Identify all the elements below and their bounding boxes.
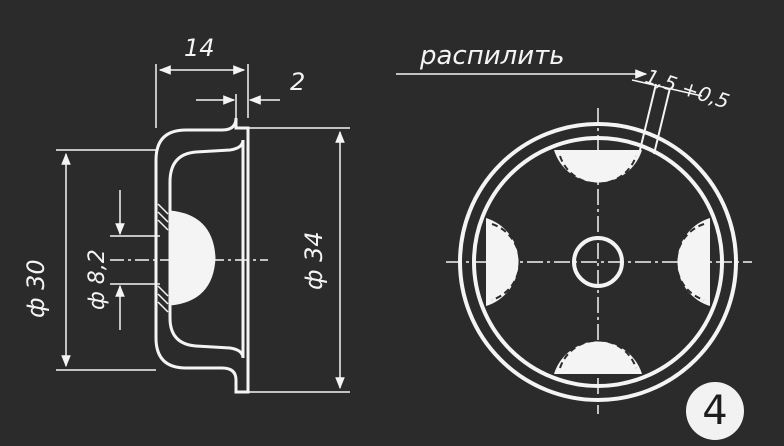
label-hole-dia-8-2: ф 8,2 [85, 249, 110, 310]
label-flange-2: 2 [290, 68, 305, 96]
figure-number: 4 [702, 388, 728, 434]
side-view [56, 64, 350, 394]
label-outer-dia-30: ф 30 [22, 259, 50, 318]
part-section-outline [154, 117, 250, 394]
label-width-14: 14 [184, 34, 215, 62]
front-view [396, 69, 752, 414]
part-inner-contour [168, 139, 245, 359]
dim-outer-dia-30 [56, 149, 156, 371]
dim-hole-dia-8-2 [110, 190, 160, 330]
label-flange-dia-34: ф 34 [300, 231, 328, 290]
dome-section [168, 210, 216, 306]
label-cut-note: распилить [419, 41, 565, 71]
label-slot-dim: 1,5 +0,5 [642, 64, 732, 114]
figure-number-badge: 4 [686, 382, 744, 440]
dim-flange-2 [196, 94, 280, 118]
cut-slot [639, 83, 671, 155]
slot-dim-line [631, 79, 703, 97]
dim-flange-dia-34 [248, 127, 350, 393]
section-hatching [157, 203, 169, 313]
dim-width-14 [155, 64, 249, 128]
